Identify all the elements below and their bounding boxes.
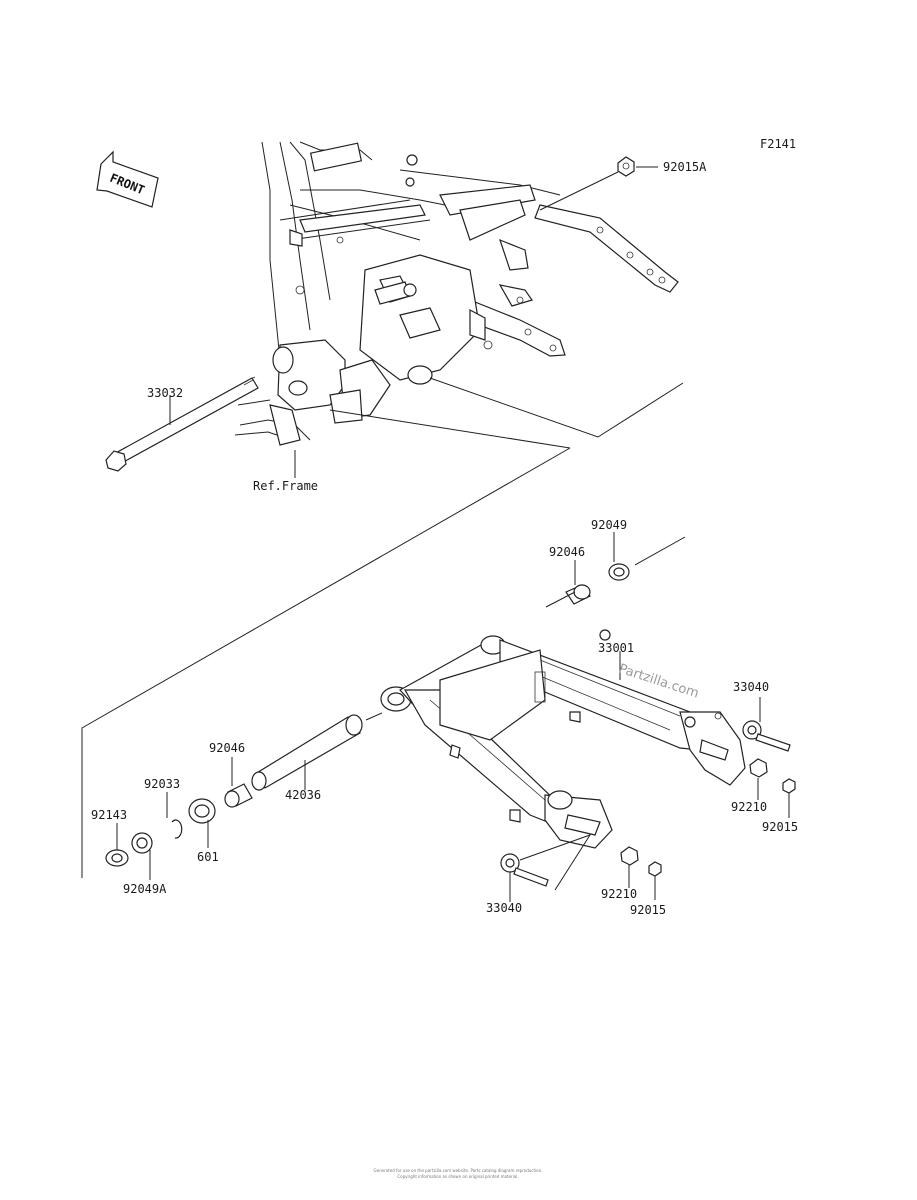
bushing-92046-left-icon <box>224 757 253 808</box>
adjuster-33040-bottom-icon <box>500 834 592 902</box>
callout-33032: 33032 <box>147 386 183 400</box>
callout-33040-right: 33040 <box>733 680 769 694</box>
footer-line-2: Copyright information as shown on origin… <box>397 1174 518 1179</box>
figure-code: F2141 <box>760 137 796 151</box>
callout-92015A: 92015A <box>663 160 707 174</box>
callout-92015-bottom: 92015 <box>630 903 666 917</box>
callout-92015-right: 92015 <box>762 820 798 834</box>
collar-92143-icon <box>105 823 129 867</box>
callout-601: 601 <box>197 850 219 864</box>
frame-illustration <box>234 141 684 449</box>
callout-92049A: 92049A <box>123 882 167 896</box>
callout-92033: 92033 <box>144 777 180 791</box>
adjuster-33040-right-icon <box>742 697 791 752</box>
bearing-601-icon <box>188 798 216 848</box>
callout-33040-bottom: 33040 <box>486 901 522 915</box>
callout-92049: 92049 <box>591 518 627 532</box>
nut-92015-right-icon <box>782 778 796 818</box>
seal-92049-icon <box>608 532 630 581</box>
nut-92015-bottom-icon <box>648 861 662 900</box>
callout-92046-left: 92046 <box>209 741 245 755</box>
nut-92210-right-icon <box>749 758 768 800</box>
callout-92210-bottom: 92210 <box>601 887 637 901</box>
ref-frame-label: Ref.Frame <box>253 479 318 493</box>
nut-92015A-icon <box>539 156 658 211</box>
bushing-92046-top-icon <box>565 560 591 605</box>
callout-92046-top: 92046 <box>549 545 585 559</box>
front-arrow-icon: FRONT <box>96 150 159 208</box>
footer-line-1: Generated for use on the partzilla.com w… <box>374 1168 543 1173</box>
circlip-92033-icon <box>166 792 183 839</box>
sleeve-42036-icon <box>251 714 363 791</box>
callout-92143: 92143 <box>91 808 127 822</box>
callout-92210-right: 92210 <box>731 800 767 814</box>
callout-33001: 33001 <box>598 641 634 655</box>
callout-42036: 42036 <box>285 788 321 802</box>
nut-92210-bottom-icon <box>620 846 639 888</box>
swingarm-illustration <box>380 629 746 849</box>
seal-92049A-icon <box>131 832 153 880</box>
pivot-shaft-33032 <box>105 376 259 472</box>
